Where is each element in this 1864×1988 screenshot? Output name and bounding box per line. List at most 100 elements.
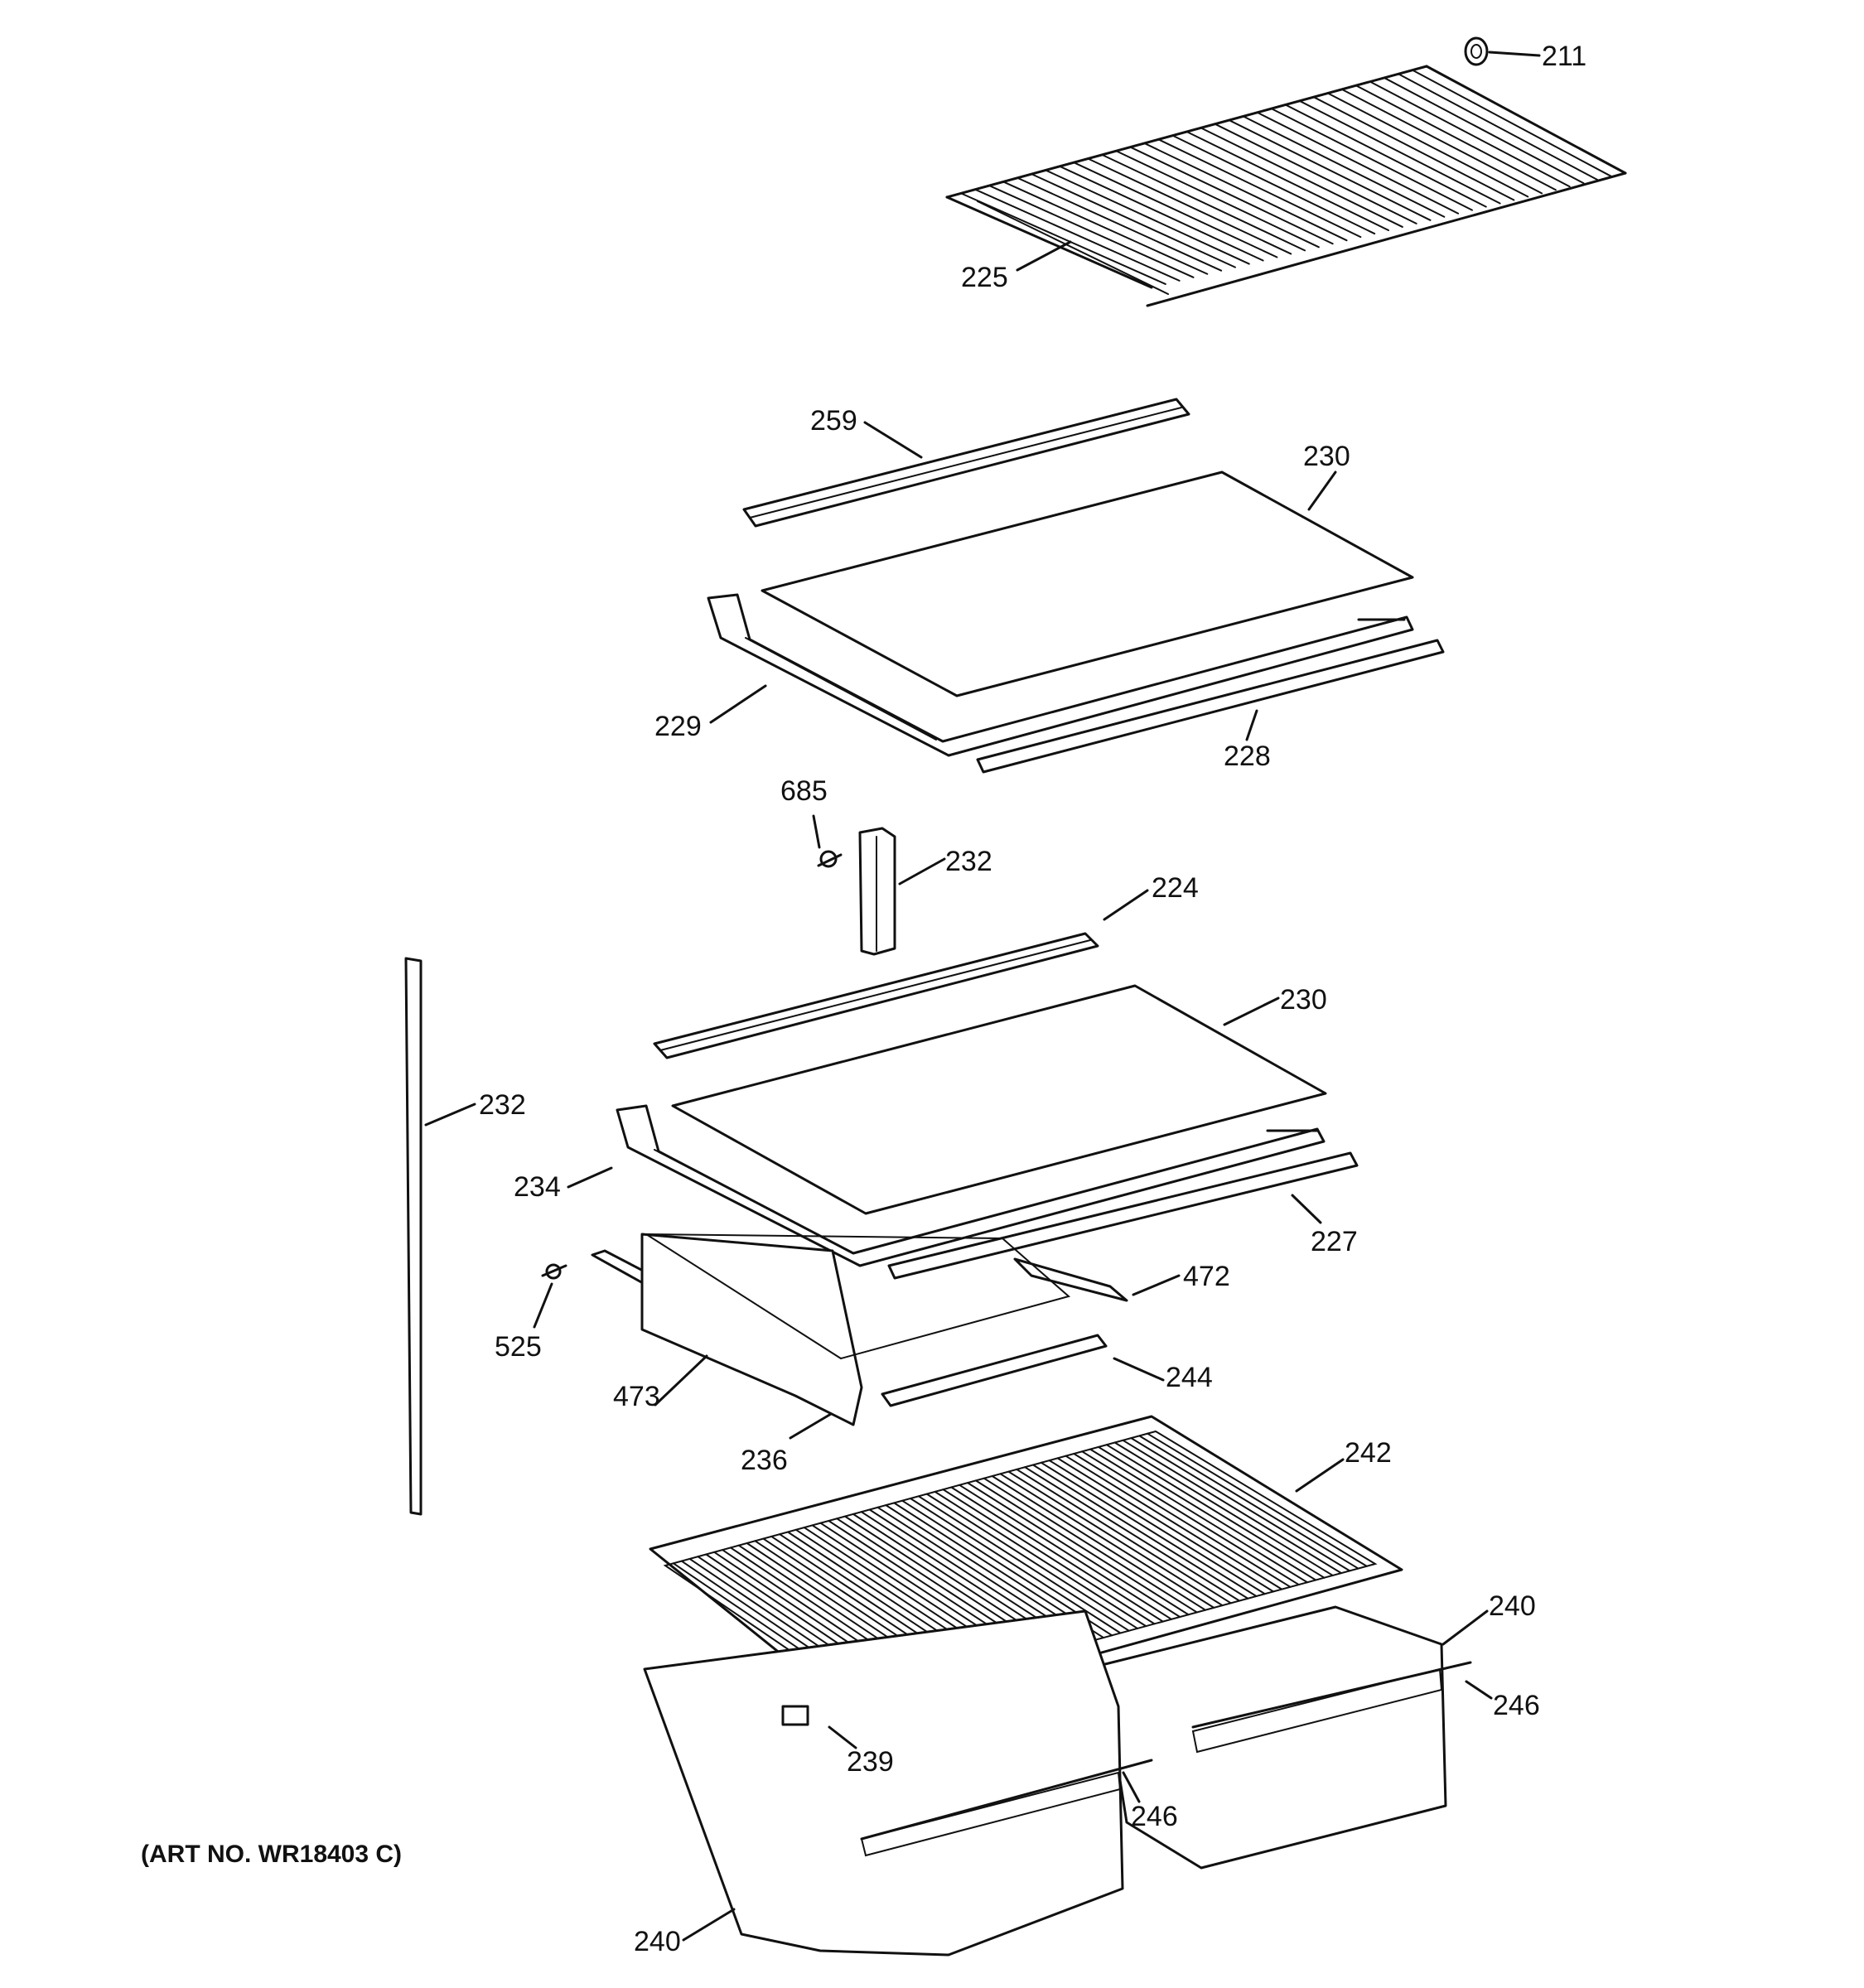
wire-rod — [1298, 99, 1501, 205]
wire-rod — [1171, 134, 1376, 235]
cover-rib — [1056, 1457, 1274, 1593]
leader-259 — [863, 421, 923, 459]
cover-rib — [1032, 1464, 1249, 1600]
part-239-cover-support — [781, 1705, 809, 1726]
leader-228 — [1245, 709, 1258, 741]
callout-242: 242 — [1345, 1437, 1392, 1469]
wire-rod — [1214, 123, 1417, 224]
callout-239: 239 — [847, 1746, 894, 1778]
callout-224: 224 — [1152, 872, 1199, 904]
callout-230-upper: 230 — [1303, 441, 1350, 472]
wire-rod — [1397, 73, 1599, 181]
leader-225 — [1016, 240, 1072, 272]
wire-rod — [1031, 173, 1236, 268]
cover-rib — [1073, 1453, 1292, 1588]
wire-rod — [960, 192, 1166, 285]
cover-rib — [1048, 1460, 1266, 1595]
callout-525: 525 — [495, 1331, 542, 1363]
leader-246a — [1465, 1680, 1493, 1700]
wire-rod — [1045, 169, 1250, 265]
art-number-label: (ART NO. WR18403 C) — [141, 1841, 403, 1868]
part-232-shelf-support-long — [404, 957, 423, 1516]
part-259-trim — [742, 398, 1190, 528]
part-685-screw — [817, 850, 843, 868]
cover-rib — [959, 1484, 1172, 1620]
wire-rod — [1369, 80, 1571, 188]
part-246-drawer-handle-left — [860, 1759, 1153, 1841]
cover-rib — [925, 1493, 1138, 1629]
wire-rod — [1312, 96, 1515, 201]
wire-rod — [974, 188, 1181, 282]
cover-rib — [1040, 1461, 1258, 1597]
wire-rod — [1002, 181, 1209, 275]
leader-525 — [533, 1282, 553, 1329]
wire-rod — [988, 185, 1195, 278]
part-525-screw — [541, 1263, 567, 1280]
wire-rod — [1157, 138, 1362, 239]
cover-rib — [1147, 1432, 1368, 1567]
callout-240-left: 240 — [634, 1926, 681, 1957]
cover-rib — [1097, 1445, 1317, 1581]
part-227-front-trim — [887, 1151, 1359, 1280]
leader-211 — [1488, 51, 1541, 57]
leader-236 — [789, 1412, 833, 1440]
callout-229: 229 — [654, 711, 702, 742]
part-211-end-cap — [1464, 36, 1489, 66]
callout-234: 234 — [514, 1171, 561, 1203]
callout-246-left: 246 — [1131, 1801, 1178, 1832]
part-236-meat-pan — [640, 1233, 1071, 1426]
leader-230a — [1307, 470, 1337, 511]
wire-rod — [1073, 162, 1278, 258]
cover-rib — [991, 1475, 1206, 1611]
callout-225: 225 — [961, 262, 1008, 293]
cover-rib — [967, 1482, 1181, 1619]
wire-rod — [1242, 115, 1446, 218]
wire-rod — [1059, 165, 1264, 262]
callout-232-short: 232 — [945, 846, 992, 877]
part-230-glass-shelf-lower — [671, 984, 1327, 1215]
part-240-crisper-drawer-right — [1100, 1605, 1447, 1870]
callout-labels: 211 225 259 230 229 228 685 232 224 230 … — [479, 41, 1586, 1957]
wire-rod — [1355, 84, 1557, 191]
wire-shelf-rods — [960, 69, 1613, 285]
cover-rib — [1122, 1439, 1342, 1575]
leader-239 — [828, 1725, 857, 1749]
cover-rib — [917, 1495, 1130, 1632]
callout-246-right: 246 — [1493, 1690, 1540, 1721]
callout-232-long: 232 — [479, 1089, 526, 1121]
leader-232b — [424, 1103, 476, 1127]
callout-473: 473 — [613, 1381, 660, 1412]
leader-240a — [1441, 1609, 1489, 1646]
wire-rod — [1087, 157, 1292, 255]
wire-rod — [1017, 176, 1223, 272]
callout-211: 211 — [1542, 41, 1586, 72]
wire-rod — [1228, 119, 1432, 221]
leader-242 — [1295, 1458, 1345, 1493]
cover-rib — [1105, 1444, 1326, 1579]
part-246-drawer-handle-right — [1191, 1661, 1472, 1729]
part-234-shelf-frame — [616, 1104, 1326, 1267]
wire-rod — [1383, 76, 1585, 185]
leader-246b — [1122, 1771, 1141, 1803]
leader-473 — [654, 1354, 708, 1407]
callout-259: 259 — [810, 405, 857, 437]
wire-rod — [1115, 150, 1320, 248]
cover-rib — [1089, 1448, 1308, 1584]
leader-685 — [812, 814, 821, 849]
crisper-cover-ribs — [672, 1432, 1368, 1701]
wire-rod — [1186, 131, 1389, 231]
wire-rod — [1101, 153, 1306, 252]
leader-227 — [1291, 1194, 1322, 1224]
cover-rib — [934, 1490, 1147, 1628]
leader-234 — [567, 1166, 613, 1189]
cover-rib — [1007, 1470, 1224, 1607]
callout-230-lower: 230 — [1280, 984, 1327, 1016]
cover-rib — [983, 1477, 1198, 1614]
cover-rib — [974, 1479, 1190, 1616]
callout-228: 228 — [1224, 741, 1271, 772]
wire-rod — [1326, 92, 1529, 198]
wire-rod — [1129, 146, 1334, 245]
cover-rib — [1138, 1435, 1359, 1570]
